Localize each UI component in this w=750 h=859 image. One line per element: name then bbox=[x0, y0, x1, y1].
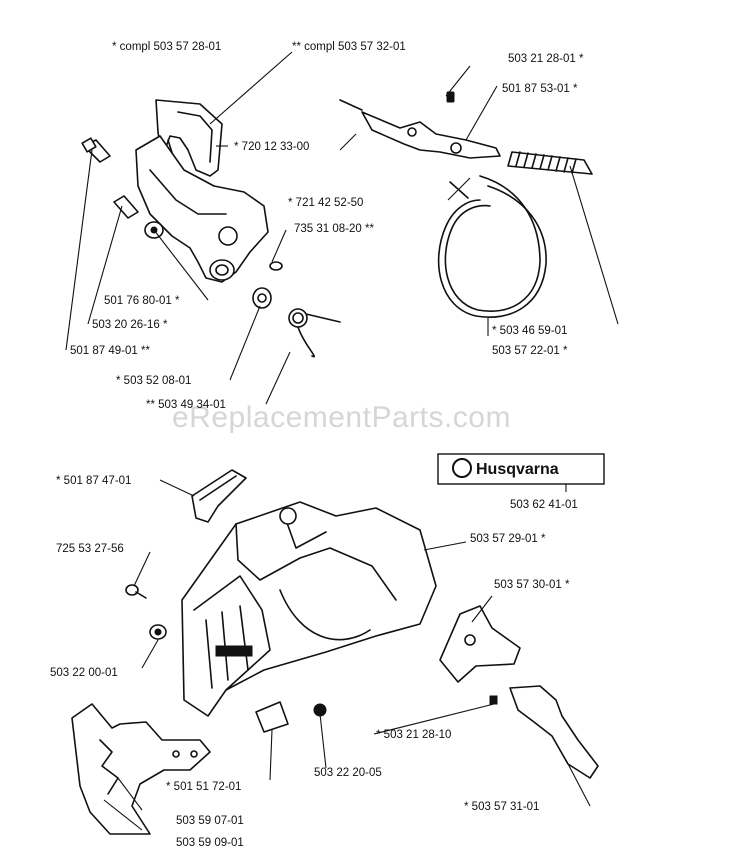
part-label: * 501 51 72-01 bbox=[166, 781, 241, 793]
bushing-part bbox=[252, 287, 272, 309]
watermark: eReplacementParts.com bbox=[172, 401, 511, 434]
part-label: * compl 503 57 28-01 bbox=[112, 41, 221, 53]
part-label: 735 31 08-20 ** bbox=[294, 223, 374, 235]
clutch-cover-part bbox=[181, 501, 437, 717]
part-label: 503 22 00-01 bbox=[50, 667, 118, 679]
washer-part bbox=[269, 261, 283, 271]
part-label: 503 22 20-05 bbox=[314, 767, 382, 779]
part-label: * 721 42 52-50 bbox=[288, 197, 363, 209]
part-label: 503 57 29-01 * bbox=[470, 533, 546, 545]
part-label: 501 87 53-01 * bbox=[502, 83, 578, 95]
part-label: ** 503 49 34-01 bbox=[146, 399, 226, 411]
part-label: * 503 46 59-01 bbox=[492, 325, 567, 337]
clip-part bbox=[191, 469, 247, 523]
part-label: 725 53 27-56 bbox=[56, 543, 124, 555]
screw-small-part bbox=[446, 91, 455, 103]
screw-cover-part bbox=[125, 584, 147, 599]
part-label: 503 62 41-01 bbox=[510, 499, 578, 511]
part-label: * 501 87 47-01 bbox=[56, 475, 131, 487]
part-label: 501 76 80-01 * bbox=[104, 295, 180, 307]
brand-plate: Husqvarna bbox=[437, 453, 605, 485]
screw-right-part bbox=[489, 695, 498, 705]
torsion-spring-part bbox=[288, 308, 341, 358]
guard-part bbox=[439, 605, 521, 683]
part-label: 503 57 22-01 * bbox=[492, 345, 568, 357]
brake-band-part bbox=[437, 175, 547, 318]
brand-plate-text: Husqvarna bbox=[476, 461, 559, 478]
part-label: 503 57 30-01 * bbox=[494, 579, 570, 591]
part-label: * 503 52 08-01 bbox=[116, 375, 191, 387]
part-label: * 503 21 28-10 bbox=[376, 729, 451, 741]
brake-lever-part bbox=[135, 135, 269, 283]
part-label: 503 20 26-16 * bbox=[92, 319, 168, 331]
part-label: 503 59 07-01 bbox=[176, 815, 244, 827]
part-label: 503 21 28-01 * bbox=[508, 53, 584, 65]
part-label: 501 87 49-01 ** bbox=[70, 345, 150, 357]
part-label: ** compl 503 57 32-01 bbox=[292, 41, 406, 53]
nut-cover-part bbox=[149, 624, 167, 640]
part-label: * 720 12 33-00 bbox=[234, 141, 309, 153]
part-label: * 503 57 31-01 bbox=[464, 801, 539, 813]
pad-part bbox=[255, 701, 289, 733]
part-label: 503 59 09-01 bbox=[176, 837, 244, 849]
brake-spring-part bbox=[507, 151, 593, 175]
nut-part bbox=[144, 221, 164, 239]
chain-catcher-part bbox=[509, 685, 599, 779]
leader-lines bbox=[65, 51, 619, 831]
brake-link-part bbox=[339, 99, 501, 159]
part-labels: * compl 503 57 28-01 ** compl 503 57 32-… bbox=[50, 41, 584, 849]
screw-short-part bbox=[113, 195, 139, 219]
screw-long-part bbox=[81, 137, 111, 163]
